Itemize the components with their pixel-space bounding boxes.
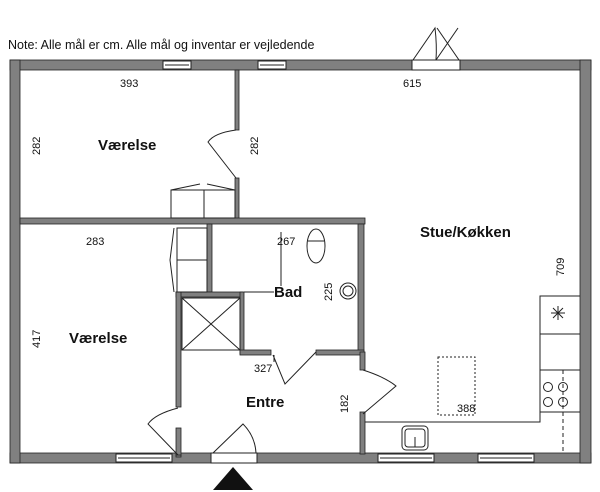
window-top-bedroom: [162, 60, 192, 70]
dim-bedroom-top-height: 282: [31, 137, 43, 155]
bath-sink-icon: [339, 282, 357, 300]
window-bottom-kitchen-2: [477, 453, 535, 463]
french-door-icon: [411, 26, 461, 71]
window-top-living: [257, 60, 287, 70]
window-bottom-bedroom: [115, 453, 173, 463]
front-door: [210, 423, 258, 464]
wardrobe-bottom: [169, 227, 208, 293]
room-label-bathroom: Bad: [274, 284, 302, 301]
window-bottom-kitchen-1: [377, 453, 435, 463]
dim-kitchen-width: 388: [457, 403, 475, 415]
dim-bath-width: 267: [277, 236, 295, 248]
door-living: [362, 369, 397, 415]
dim-entrance-width: 327: [254, 363, 272, 375]
outer-walls: [9, 59, 592, 464]
stove-icon: [543, 382, 568, 407]
dim-bath-height: 225: [323, 283, 335, 301]
dim-bedroom-top-width: 393: [120, 78, 138, 90]
wardrobe-top: [170, 183, 236, 219]
entrance-arrow-icon: [213, 467, 253, 490]
dim-bedroom-bottom-width: 283: [86, 236, 104, 248]
dim-living-depth-left: 282: [249, 137, 261, 155]
room-label-bedroom-top: Værelse: [98, 137, 156, 154]
room-label-entrance: Entre: [246, 394, 284, 411]
shower: [181, 297, 241, 351]
dim-bedroom-bottom-height: 417: [31, 330, 43, 348]
dim-entrance-height: 182: [339, 395, 351, 413]
room-label-bedroom-bottom: Værelse: [69, 330, 127, 347]
dim-living-width: 615: [403, 78, 421, 90]
room-label-living-kitchen: Stue/Køkken: [420, 224, 511, 241]
kitchen-island: [437, 356, 476, 416]
extractor-fan-icon: [551, 306, 565, 320]
door-bathroom: [272, 351, 317, 385]
toilet-icon: [306, 228, 326, 264]
interior-walls: [19, 69, 366, 458]
door-bedroom-top: [207, 129, 237, 179]
dim-living-height: 709: [555, 258, 567, 276]
kitchen-counter: [365, 295, 580, 453]
plan-note: Note: Alle mål er cm. Alle mål og invent…: [8, 38, 314, 52]
door-bedroom-bottom: [147, 407, 179, 456]
kitchen-sink-icon: [401, 425, 429, 451]
